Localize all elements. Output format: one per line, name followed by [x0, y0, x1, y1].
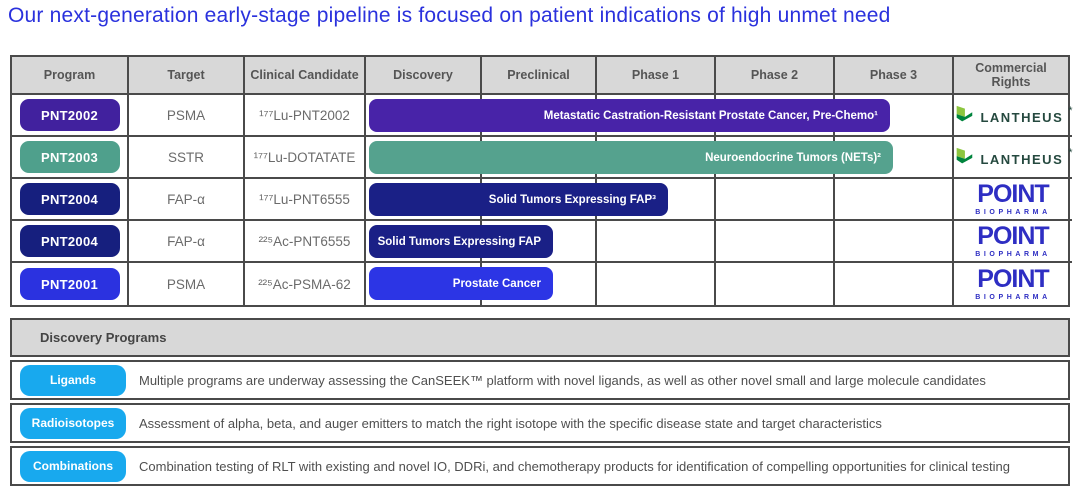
- lantheus-leaf-icon: [957, 147, 973, 164]
- indication-bar: Solid Tumors Expressing FAP³: [369, 183, 668, 216]
- program-cell: PNT2002: [12, 95, 129, 137]
- point-subtext: BIOPHARMA: [975, 294, 1051, 301]
- candidate-cell: ¹⁷⁷Lu-PNT2002: [245, 95, 366, 137]
- radioisotopes-badge: Radioisotopes: [20, 407, 126, 439]
- target-cell: SSTR: [129, 137, 245, 179]
- candidate-cell: ²²⁵Ac-PSMA-62: [245, 263, 366, 305]
- target-cell: FAP-α: [129, 179, 245, 221]
- program-badge: PNT2003: [19, 141, 120, 173]
- combinations-badge: Combinations: [20, 450, 126, 482]
- program-badge: PNT2004: [19, 183, 120, 215]
- header-commercial-rights: Commercial Rights: [954, 57, 1068, 95]
- program-badge: PNT2001: [19, 268, 120, 300]
- program-cell: PNT2003: [12, 137, 129, 179]
- discovery-row-combinations: Combinations Combination testing of RLT …: [10, 446, 1070, 486]
- phase-area: Prostate Cancer: [366, 263, 954, 305]
- target-cell: PSMA: [129, 95, 245, 137]
- header-phase-2: Phase 2: [716, 57, 835, 95]
- table-row: PNT2003 SSTR ¹⁷⁷Lu-DOTATATE Neuroendocri…: [12, 137, 1073, 179]
- phase-area: Neuroendocrine Tumors (NETs)²: [366, 137, 954, 179]
- discovery-row-radioisotopes: Radioisotopes Assessment of alpha, beta,…: [10, 403, 1070, 443]
- candidate-cell: ¹⁷⁷Lu-PNT6555: [245, 179, 366, 221]
- phase-area: Metastatic Castration-Resistant Prostate…: [366, 95, 954, 137]
- header-target: Target: [129, 57, 245, 95]
- discovery-programs-header: Discovery Programs: [10, 318, 1070, 357]
- candidate-cell: ¹⁷⁷Lu-DOTATATE: [245, 137, 366, 179]
- commercial-rights-cell: LANTHEUS *: [953, 95, 1073, 137]
- pipeline-table-header: Program Target Clinical Candidate Discov…: [12, 57, 1068, 95]
- target-cell: FAP-α: [129, 221, 245, 263]
- indication-bar: Neuroendocrine Tumors (NETs)²: [369, 141, 893, 174]
- point-subtext: BIOPHARMA: [975, 209, 1051, 216]
- point-wordmark: POINT: [977, 222, 1049, 250]
- radioisotopes-description: Assessment of alpha, beta, and auger emi…: [139, 415, 882, 431]
- header-clinical-candidate: Clinical Candidate: [245, 57, 366, 95]
- commercial-rights-cell: LANTHEUS *: [953, 137, 1073, 179]
- point-subtext: BIOPHARMA: [975, 251, 1051, 258]
- header-phase-1: Phase 1: [597, 57, 716, 95]
- program-cell: PNT2001: [12, 263, 129, 305]
- indication-bar: Prostate Cancer: [369, 267, 553, 300]
- header-program: Program: [12, 57, 129, 95]
- lantheus-logo: LANTHEUS *: [953, 104, 1073, 126]
- ligands-badge: Ligands: [20, 364, 126, 396]
- point-biopharma-logo: POINT BIOPHARMA: [975, 180, 1051, 217]
- ligands-description: Multiple programs are underway assessing…: [139, 372, 986, 388]
- table-row: PNT2001 PSMA ²²⁵Ac-PSMA-62 Prostate Canc…: [12, 263, 1068, 305]
- header-discovery: Discovery: [366, 57, 482, 95]
- lantheus-wordmark: LANTHEUS: [980, 110, 1064, 125]
- phase-area: Solid Tumors Expressing FAP³: [366, 179, 954, 221]
- point-wordmark: POINT: [977, 265, 1049, 293]
- lantheus-asterisk: *: [1068, 105, 1073, 117]
- program-badge: PNT2004: [19, 225, 120, 257]
- candidate-cell: ²²⁵Ac-PNT6555: [245, 221, 366, 263]
- point-wordmark: POINT: [977, 180, 1049, 208]
- page-title: Our next-generation early-stage pipeline…: [8, 4, 891, 27]
- header-phase-3: Phase 3: [835, 57, 954, 95]
- indication-bar: Solid Tumors Expressing FAP: [369, 225, 553, 258]
- header-preclinical: Preclinical: [482, 57, 597, 95]
- lantheus-asterisk: *: [1068, 147, 1073, 159]
- table-row: PNT2004 FAP-α ²²⁵Ac-PNT6555 Solid Tumors…: [12, 221, 1072, 263]
- program-cell: PNT2004: [12, 221, 129, 263]
- commercial-rights-cell: POINT BIOPHARMA: [954, 263, 1072, 305]
- pipeline-table: Program Target Clinical Candidate Discov…: [10, 55, 1073, 307]
- point-biopharma-logo: POINT BIOPHARMA: [975, 265, 1051, 302]
- point-biopharma-logo: POINT BIOPHARMA: [975, 222, 1051, 259]
- program-badge: PNT2002: [19, 99, 120, 131]
- lantheus-logo: LANTHEUS *: [953, 146, 1073, 168]
- table-row: PNT2002 PSMA ¹⁷⁷Lu-PNT2002 Metastatic Ca…: [12, 95, 1073, 137]
- target-cell: PSMA: [129, 263, 245, 305]
- program-cell: PNT2004: [12, 179, 129, 221]
- commercial-rights-cell: POINT BIOPHARMA: [954, 221, 1072, 263]
- commercial-rights-cell: POINT BIOPHARMA: [954, 179, 1072, 221]
- combinations-description: Combination testing of RLT with existing…: [139, 458, 1010, 474]
- indication-bar: Metastatic Castration-Resistant Prostate…: [369, 99, 890, 132]
- lantheus-wordmark: LANTHEUS: [980, 152, 1064, 167]
- phase-area: Solid Tumors Expressing FAP: [366, 221, 954, 263]
- lantheus-leaf-icon: [957, 105, 973, 122]
- table-row: PNT2004 FAP-α ¹⁷⁷Lu-PNT6555 Solid Tumors…: [12, 179, 1072, 221]
- discovery-row-ligands: Ligands Multiple programs are underway a…: [10, 360, 1070, 400]
